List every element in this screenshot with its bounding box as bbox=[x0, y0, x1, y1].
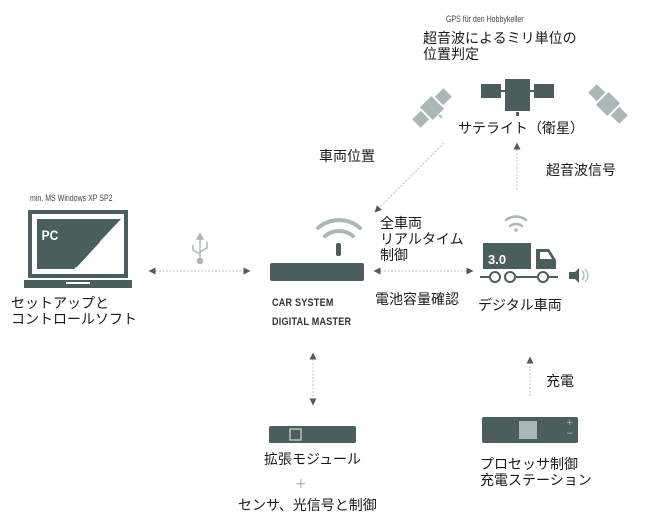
extension-module-slot-icon bbox=[289, 428, 302, 441]
ultrasonic-signal-label: 超音波信号 bbox=[546, 163, 616, 179]
extension-sub-label: センサ、光信号と制御 bbox=[238, 498, 377, 514]
charger-plus-icon: + bbox=[566, 418, 574, 428]
master-name-line1: CAR SYSTEM bbox=[272, 297, 334, 309]
satellite-right-icon bbox=[588, 84, 628, 124]
charge-label: 充電 bbox=[546, 374, 574, 390]
extension-module-label: 拡張モジュール bbox=[264, 452, 362, 468]
charging-station-label-line1: プロセッサ制御 bbox=[480, 457, 578, 473]
truck-version-badge: 3.0 bbox=[488, 252, 506, 267]
digital-master-device bbox=[270, 263, 364, 281]
gps-headline-line1: 超音波によるミリ単位の bbox=[423, 31, 577, 47]
pc-label-line2: コントロールソフト bbox=[11, 312, 137, 328]
plus-icon: + bbox=[295, 476, 307, 492]
charging-station-button-icon bbox=[519, 421, 537, 439]
pc-screen-label: PC bbox=[42, 227, 59, 243]
digital-vehicle-label: デジタル車両 bbox=[478, 298, 562, 314]
realtime-control-line3: 制御 bbox=[380, 248, 408, 264]
realtime-control-line1: 全車両 bbox=[380, 216, 422, 232]
truck-icon bbox=[480, 243, 560, 283]
speaker-icon bbox=[569, 268, 589, 283]
charging-station-label-line2: 充電ステーション bbox=[480, 473, 592, 489]
usb-icon bbox=[192, 232, 208, 265]
vehicle-position-label: 車両位置 bbox=[319, 149, 375, 165]
gps-caption: GPS für den Hobbykeller bbox=[446, 14, 524, 24]
vehicle-wifi-icon bbox=[504, 215, 528, 232]
position-link-line bbox=[374, 142, 445, 213]
laptop-icon bbox=[24, 210, 132, 288]
satellite-main-icon bbox=[481, 79, 554, 116]
realtime-control-line2: リアルタイム bbox=[380, 232, 464, 248]
pc-requirement-label: min. MS Windows XP SP2 bbox=[30, 193, 113, 203]
master-name-line2: DIGITAL MASTER bbox=[272, 316, 352, 328]
satellite-label: サテライト（衛星） bbox=[458, 121, 584, 137]
pc-label-line1: セットアップと bbox=[11, 296, 109, 312]
battery-check-label: 電池容量確認 bbox=[375, 292, 459, 308]
master-wifi-icon bbox=[316, 218, 362, 256]
satellite-left-icon bbox=[412, 88, 452, 128]
extension-module-device bbox=[269, 426, 356, 443]
charger-minus-icon: − bbox=[566, 429, 574, 439]
gps-headline-line2: 位置判定 bbox=[423, 47, 479, 63]
